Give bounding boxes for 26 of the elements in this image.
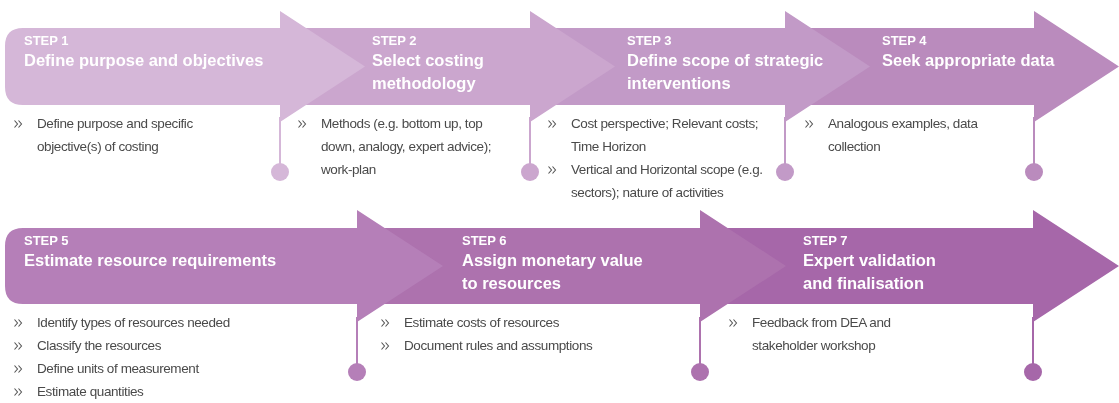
bullet-text: Analogous examples, data collection [828,115,979,156]
step-number: STEP 1 [24,32,70,49]
step-number: STEP 4 [882,32,928,49]
step-title: Expert validation and finalisation [803,250,937,294]
bullet-text: Methods (e.g. bottom up, top down, analogy, expert advice); work-plan [321,115,493,179]
step-title: Define scope of strategic interventions [627,50,825,94]
bullet-text: Define purpose and specific objective(s) of costing [37,115,194,156]
step-number: STEP 7 [803,232,849,249]
step-title: Assign monetary value to resources [462,250,644,294]
step-title: Select costing methodology [372,50,485,94]
bullet-text: Cost perspective; Relevant costs; Time Horizon [571,115,760,156]
bullet-text: Document rules and assumptions [404,337,593,355]
bullet-text: Identify types of resources needed [37,314,230,332]
step-title: Estimate resource requirements [24,250,278,271]
bullet-text: Feedback from DEA and stakeholder workshop [752,314,892,355]
step-number: STEP 5 [24,232,70,249]
bullet-text: Classify the resources [37,337,161,355]
bullet-text: Define units of measurement [37,360,199,378]
step-number: STEP 2 [372,32,418,49]
step-number: STEP 6 [462,232,508,249]
bullet-text: Estimate quantities [37,383,144,401]
step-title: Define purpose and objectives [24,50,265,71]
bullet-text: Vertical and Horizontal scope (e.g. sectors); nature of activities [571,161,764,202]
step-title: Seek appropriate data [882,50,1056,71]
step-number: STEP 3 [627,32,673,49]
bullet-text: Estimate costs of resources [404,314,559,332]
